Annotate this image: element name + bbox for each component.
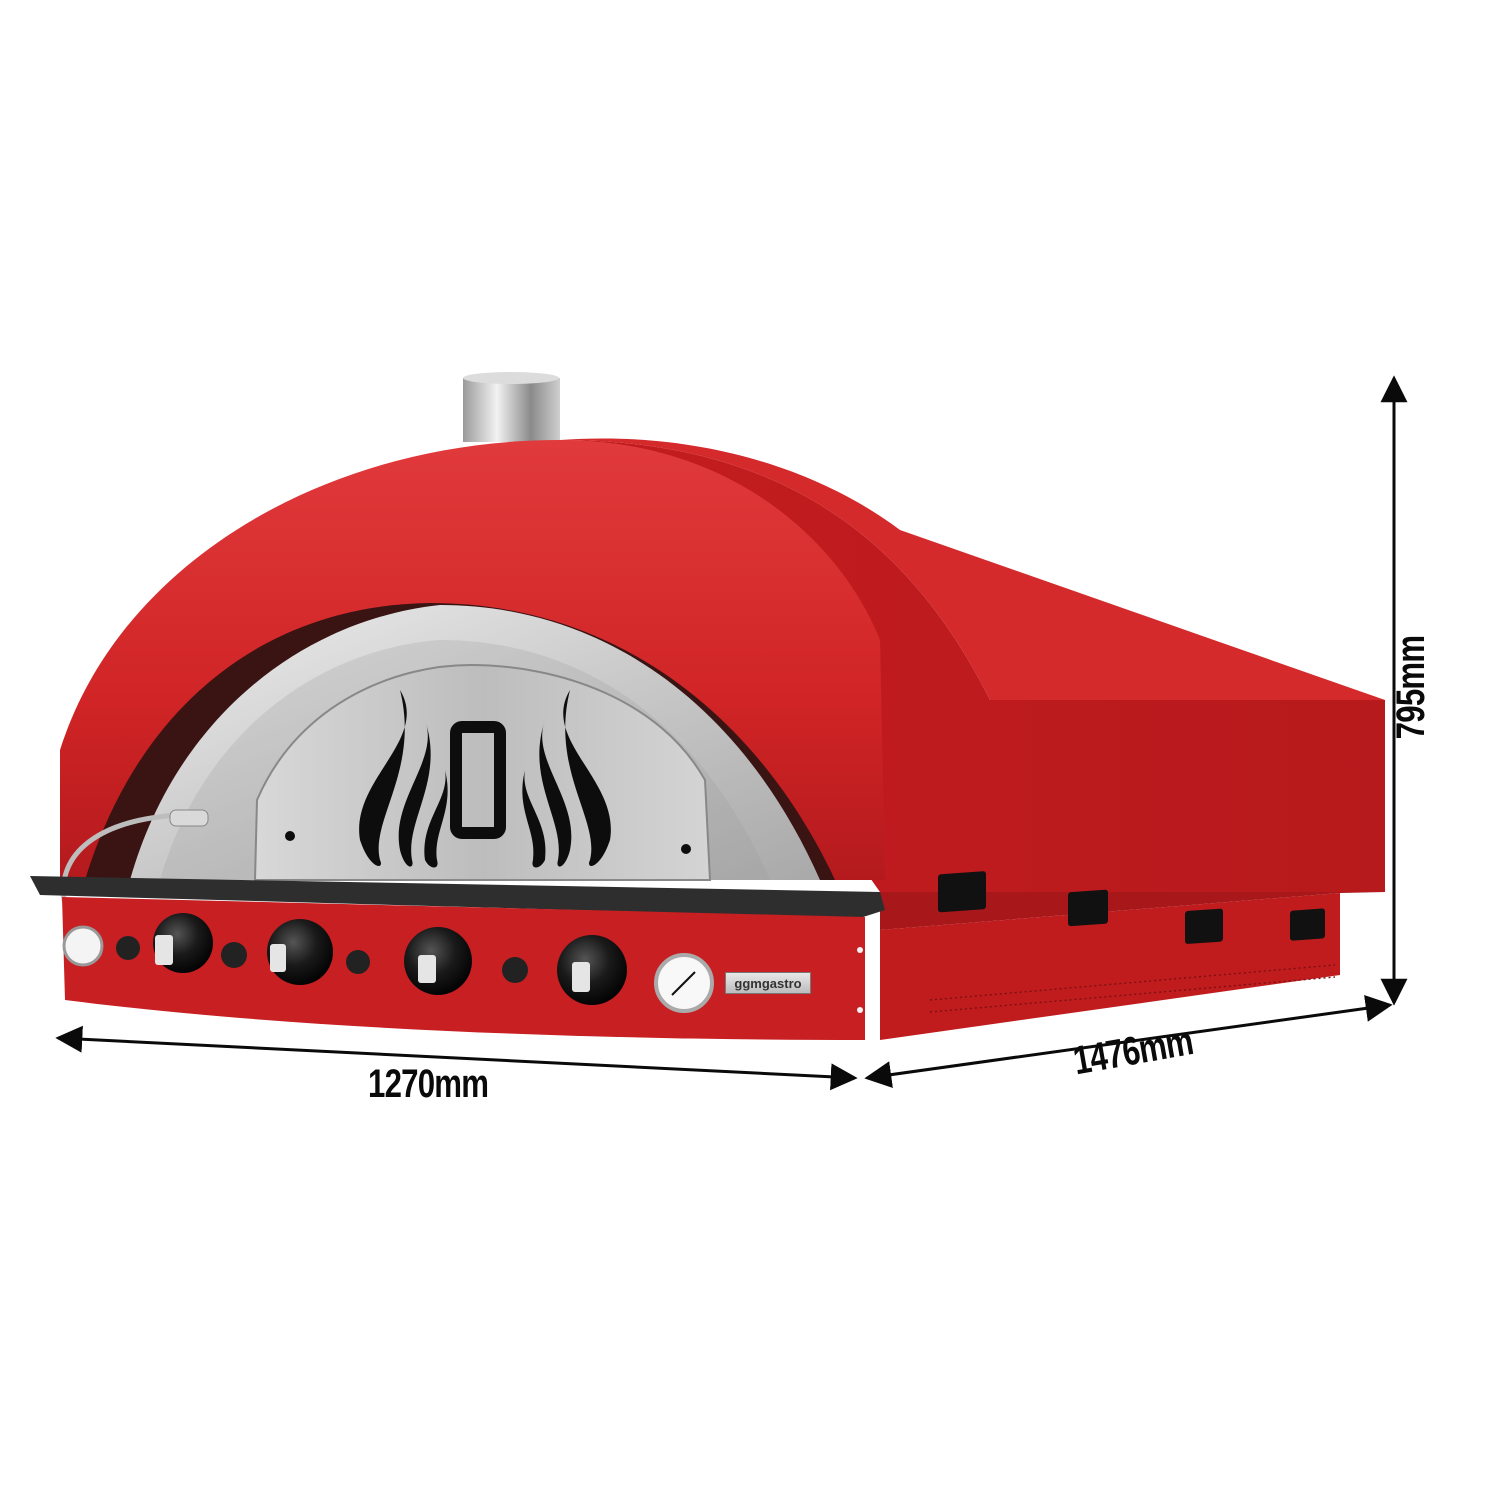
chimney bbox=[463, 372, 560, 442]
width-dimension-line bbox=[55, 1025, 858, 1091]
light-switch[interactable] bbox=[62, 925, 104, 967]
flame-decor bbox=[359, 690, 611, 868]
width-dimension-label: 1270mm bbox=[368, 1062, 489, 1106]
dimension-lines bbox=[55, 375, 1408, 1091]
oven-door bbox=[253, 663, 712, 881]
door-handle[interactable] bbox=[450, 721, 506, 839]
knob-4[interactable] bbox=[557, 935, 627, 1005]
brand-label: ggmgastro bbox=[725, 972, 811, 994]
knob-1[interactable] bbox=[153, 913, 213, 973]
thermometer-gauge bbox=[654, 953, 714, 1013]
knob-2[interactable] bbox=[267, 919, 333, 985]
depth-dimension-line bbox=[864, 994, 1393, 1089]
granite-shelf bbox=[30, 876, 885, 918]
height-dimension-label: 795mm bbox=[1388, 635, 1433, 740]
control-panel bbox=[62, 897, 865, 1040]
knob-3[interactable] bbox=[404, 927, 472, 995]
